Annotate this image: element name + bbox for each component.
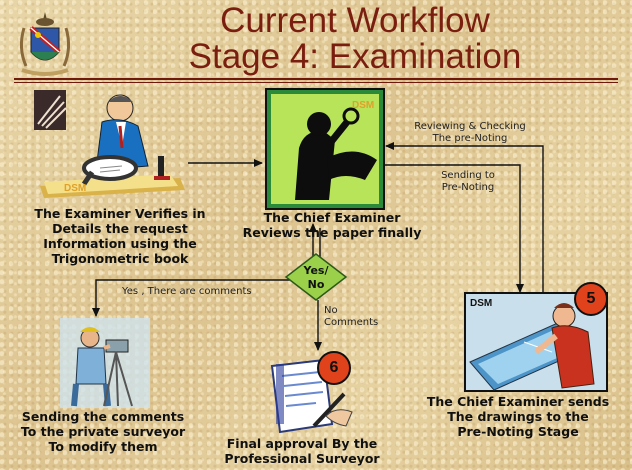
surveyor-clipart xyxy=(60,318,150,408)
edge-label-no-comments: No Comments xyxy=(324,305,379,328)
chief-examiner-clipart xyxy=(265,88,385,210)
coat-of-arms-icon xyxy=(16,8,74,80)
edge-label-reviewing: Reviewing & Checking The pre-Noting xyxy=(414,121,526,144)
title-divider xyxy=(14,78,618,80)
chief-reviews-label: The Chief Examiner Reviews the paper fin… xyxy=(242,210,422,240)
examiner-verifies-label: The Examiner Verifies in Details the req… xyxy=(34,206,206,266)
approval-document-clipart xyxy=(266,356,356,436)
stage-5-badge: 5 xyxy=(574,282,608,316)
sending-comments-label: Sending the comments To the private surv… xyxy=(20,409,186,454)
decision-diamond xyxy=(284,253,348,301)
title-line-1: Current Workflow xyxy=(220,1,490,40)
title-line-2: Stage 4: Examination xyxy=(188,37,522,76)
examiner-magnifier-clipart xyxy=(30,86,190,204)
dsm-watermark-examiner: DSM xyxy=(64,183,87,194)
edge-label-sending: Sending to Pre-Noting xyxy=(441,170,495,193)
final-approval-label: Final approval By the Professional Surve… xyxy=(224,436,380,466)
chief-sends-label: The Chief Examiner sends The drawings to… xyxy=(426,394,610,439)
drafter-clipart xyxy=(464,292,608,392)
dsm-watermark-drafter: DSM xyxy=(470,298,493,309)
dsm-watermark-chief: DSM xyxy=(352,100,375,111)
stage-6-badge: 6 xyxy=(317,351,351,385)
title-divider-thin xyxy=(14,82,618,83)
decision-label: Yes/ No xyxy=(303,264,329,291)
edge-label-yes-comments: Yes , There are comments xyxy=(122,286,252,297)
